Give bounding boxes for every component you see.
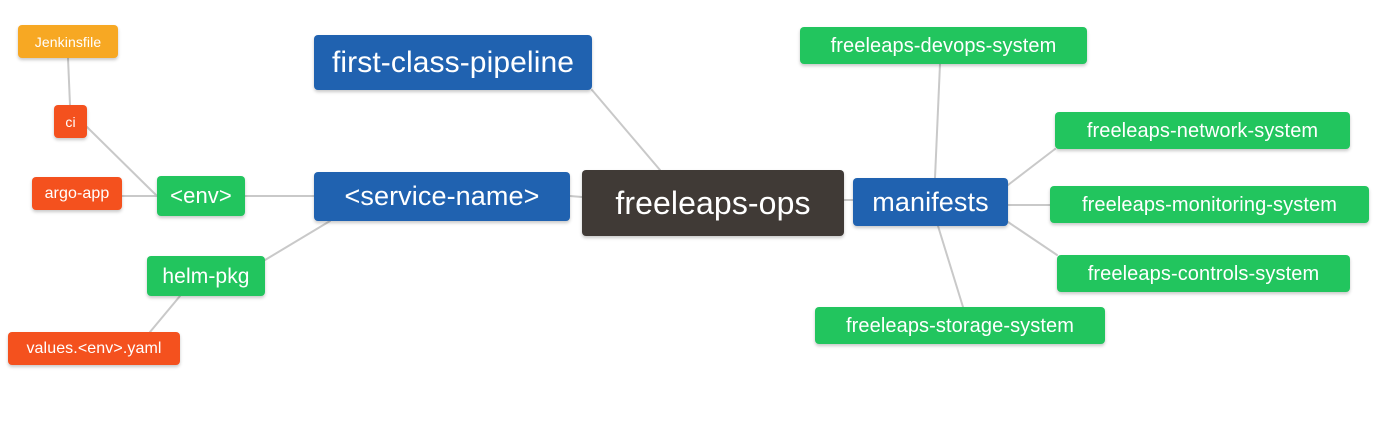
node-label-service-name: <service-name>: [344, 181, 540, 211]
node-label-argo-app: argo-app: [44, 184, 110, 202]
edge-jenkinsfile-to-ci: [67, 57, 71, 106]
node-label-freeleaps-devops-system: freeleaps-devops-system: [830, 34, 1057, 57]
edge-manifests-to-freeleaps-devops-system: [934, 63, 941, 179]
node-label-values-yaml: values.<env>.yaml: [26, 339, 162, 357]
edge-manifests-to-freeleaps-controls-system: [1007, 221, 1058, 256]
edge-manifests-to-freeleaps-storage-system: [937, 225, 964, 308]
node-label-freeleaps-monitoring-system: freeleaps-monitoring-system: [1081, 193, 1337, 216]
node-label-jenkinsfile: Jenkinsfile: [34, 33, 102, 50]
node-freeleaps-network-system[interactable]: freeleaps-network-system: [1055, 112, 1350, 149]
node-jenkinsfile[interactable]: Jenkinsfile: [18, 25, 118, 58]
node-label-freeleaps-storage-system: freeleaps-storage-system: [845, 314, 1075, 337]
node-label-ci: ci: [65, 113, 76, 130]
node-values-yaml[interactable]: values.<env>.yaml: [8, 332, 180, 365]
edge-helm-pkg-to-service-name: [264, 220, 331, 261]
node-freeleaps-ops[interactable]: freeleaps-ops: [582, 170, 844, 236]
node-service-name[interactable]: <service-name>: [314, 172, 570, 221]
node-first-class-pipeline[interactable]: first-class-pipeline: [314, 35, 592, 90]
edge-first-class-pipeline-to-freeleaps-ops: [591, 89, 661, 171]
node-freeleaps-devops-system[interactable]: freeleaps-devops-system: [800, 27, 1087, 64]
node-label-freeleaps-network-system: freeleaps-network-system: [1086, 119, 1319, 142]
node-freeleaps-monitoring-system[interactable]: freeleaps-monitoring-system: [1050, 186, 1369, 223]
node-label-env: <env>: [170, 183, 232, 208]
node-label-first-class-pipeline: first-class-pipeline: [331, 45, 575, 79]
edge-service-name-to-freeleaps-ops: [569, 195, 583, 198]
edge-values-yaml-to-helm-pkg: [149, 295, 181, 333]
node-ci[interactable]: ci: [54, 105, 87, 138]
node-label-manifests: manifests: [872, 186, 989, 217]
node-env[interactable]: <env>: [157, 176, 245, 216]
node-freeleaps-controls-system[interactable]: freeleaps-controls-system: [1057, 255, 1350, 292]
node-argo-app[interactable]: argo-app: [32, 177, 122, 210]
node-label-freeleaps-controls-system: freeleaps-controls-system: [1087, 262, 1320, 285]
node-label-helm-pkg: helm-pkg: [162, 264, 250, 288]
node-manifests[interactable]: manifests: [853, 178, 1008, 226]
edge-manifests-to-freeleaps-network-system: [1007, 148, 1056, 186]
node-label-freeleaps-ops: freeleaps-ops: [615, 185, 811, 221]
node-helm-pkg[interactable]: helm-pkg: [147, 256, 265, 296]
node-freeleaps-storage-system[interactable]: freeleaps-storage-system: [815, 307, 1105, 344]
